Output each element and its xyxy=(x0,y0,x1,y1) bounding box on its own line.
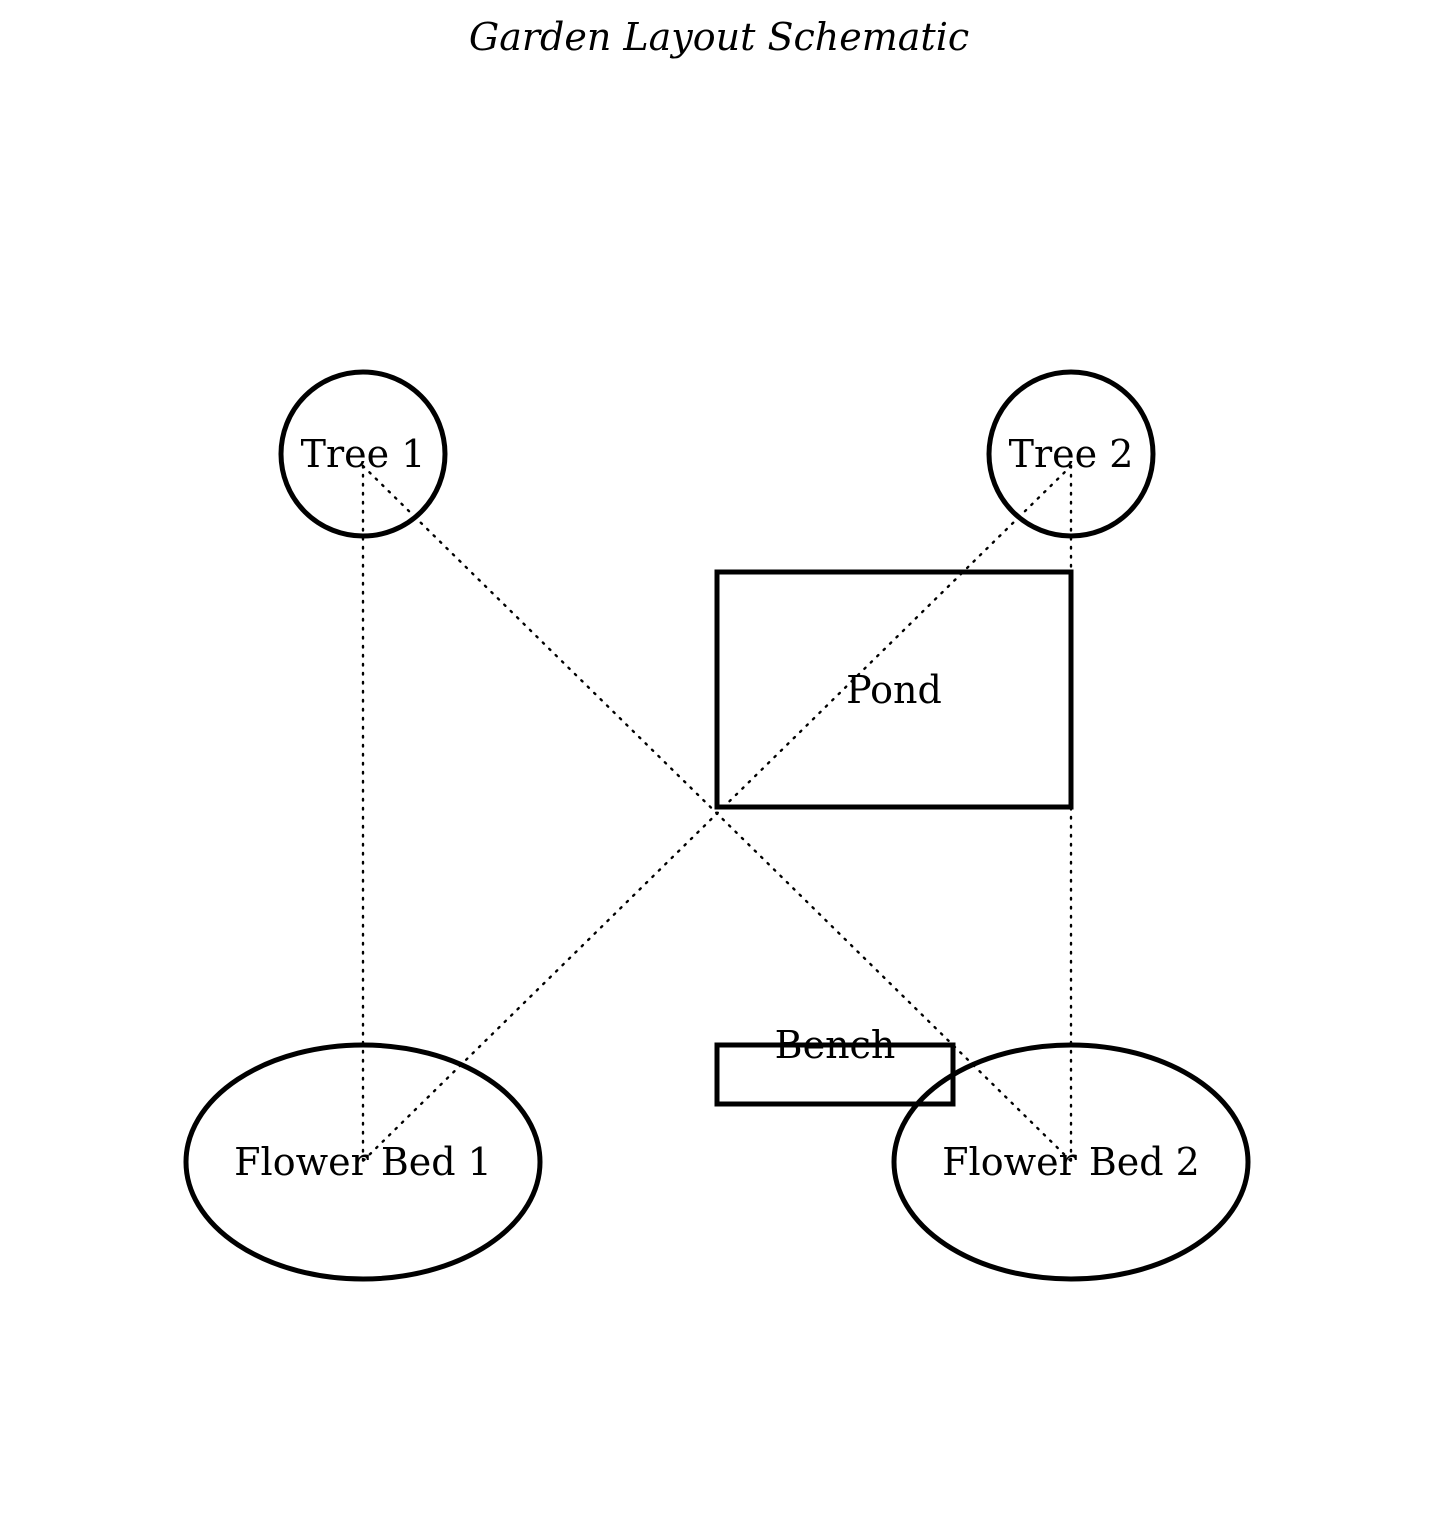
pond-label: Pond xyxy=(846,668,942,712)
pond-node: Pond xyxy=(714,569,1074,810)
tree-1-label: Tree 1 xyxy=(301,432,426,476)
tree-1-circle xyxy=(278,369,448,539)
tree-2-node: Tree 2 xyxy=(986,369,1156,539)
flower-bed-1-node: Flower Bed 1 xyxy=(183,1042,543,1282)
tree-2-circle xyxy=(986,369,1156,539)
flower-bed-2-node: Flower Bed 2 xyxy=(891,1042,1251,1282)
diagram-title: Garden Layout Schematic xyxy=(469,15,969,59)
tree-2-label: Tree 2 xyxy=(1009,432,1134,476)
flower-bed-1-ellipse xyxy=(183,1042,543,1282)
connection-tree2-flowerbed1 xyxy=(361,464,1073,1163)
bench-label: Bench xyxy=(775,1023,896,1067)
flower-bed-1-label: Flower Bed 1 xyxy=(234,1140,492,1184)
flower-bed-2-label: Flower Bed 2 xyxy=(942,1140,1200,1184)
flower-bed-2-ellipse xyxy=(891,1042,1251,1282)
tree-1-node: Tree 1 xyxy=(278,369,448,539)
bench-node: Bench xyxy=(714,1023,956,1107)
pond-rectangle xyxy=(714,569,1074,810)
